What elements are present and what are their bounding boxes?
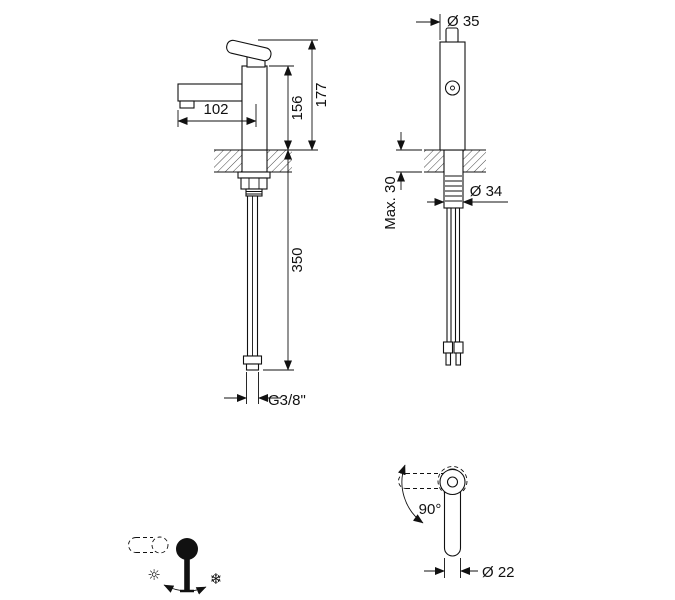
rotation-arc: 90° (397, 464, 442, 524)
faucet-front-outline (439, 27, 466, 366)
dim-label-dia22: Ø 22 (482, 564, 515, 581)
knob-stem (184, 559, 190, 590)
mounting-nut (240, 177, 268, 190)
hose-nut (242, 355, 263, 365)
dim-handle-diameter: Ø 22 (424, 558, 515, 581)
dim-label-90deg: 90° (419, 501, 442, 518)
hot-cold-rotation-arrow (163, 584, 207, 595)
ghost-knob (151, 536, 169, 554)
spout (177, 83, 243, 102)
dim-body-diameter: Ø 35 (416, 13, 480, 40)
handle-stub (445, 27, 459, 44)
counter-hatch-right (463, 150, 486, 172)
shank-threads (445, 175, 462, 202)
dim-total-height: 177 (258, 39, 330, 151)
faucet-body (439, 41, 466, 151)
dim-label-350: 350 (289, 247, 306, 272)
faucet-body (241, 65, 268, 151)
rotation-arrow (397, 464, 424, 524)
threaded-shank (443, 149, 464, 209)
lever-handle (226, 39, 272, 62)
dim-supply-length: 350 (263, 149, 306, 371)
dim-label-max30: Max. 30 (382, 176, 399, 229)
dim-label-dia35: Ø 35 (447, 13, 480, 30)
hose-end (245, 363, 260, 371)
faucet-side-outline (177, 39, 272, 371)
aerator (179, 100, 195, 109)
counter-section-front (424, 149, 486, 173)
thread-stub (245, 188, 263, 197)
dim-body-height: 156 (269, 65, 306, 151)
cold-icon: ❄ (210, 570, 223, 588)
dim-counter-thickness: Max. 30 (382, 132, 422, 230)
hose-nut-right (453, 341, 464, 354)
handle-outline (439, 468, 466, 557)
hose-nut-left (442, 341, 454, 354)
faucet-front-view: Ø 35 Max. 30 Ø 34 (382, 13, 508, 366)
counter-hatch-left (424, 150, 444, 172)
dim-label-156: 156 (289, 95, 306, 120)
dim-spout-reach: 102 (177, 101, 257, 127)
counter-hatch-left (214, 150, 242, 172)
hose-end-left (445, 352, 452, 366)
washer (237, 171, 271, 179)
body-ring (444, 80, 461, 96)
hot-icon: ☼ (147, 566, 160, 584)
hose-end-right (455, 352, 462, 366)
dim-label-177: 177 (313, 82, 330, 107)
knob (176, 538, 198, 560)
supply-hose-right (454, 207, 461, 343)
pivot-center (446, 476, 459, 488)
faucet-side-view: 102 156 177 350 G3/8" (177, 39, 330, 409)
supply-hose-left (446, 207, 452, 343)
dim-thread: G3/8" (224, 372, 306, 409)
dim-label-dia34: Ø 34 (470, 183, 503, 200)
handle-top-view: 90° Ø 22 (397, 464, 515, 581)
dim-label-thread: G3/8" (268, 392, 306, 409)
dim-shank-diameter: Ø 34 (427, 183, 508, 206)
temperature-indicator: ☼ ❄ (128, 536, 223, 595)
dim-label-102: 102 (203, 101, 228, 118)
shank-through-counter (241, 149, 268, 173)
